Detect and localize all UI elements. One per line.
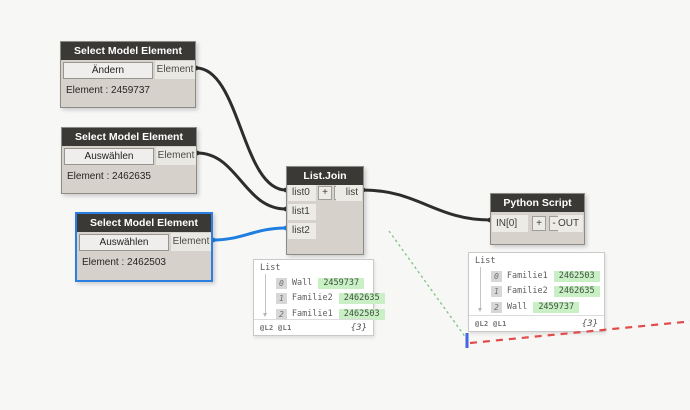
list-index: 1 bbox=[276, 293, 287, 304]
input-port-list1[interactable]: list1 bbox=[288, 204, 316, 220]
list-item-value: 2462635 bbox=[338, 293, 385, 304]
list-count-badge: {3} bbox=[581, 318, 598, 329]
wire-select2-to-list1[interactable] bbox=[195, 151, 288, 211]
list-item-label: Wall bbox=[291, 277, 313, 288]
node-title[interactable]: List.Join bbox=[287, 167, 363, 185]
wire-select1-to-list0[interactable] bbox=[194, 66, 288, 192]
node-title[interactable]: Select Model Element bbox=[62, 128, 196, 146]
output-port-out[interactable]: OUT bbox=[558, 215, 583, 232]
list-item: 0 Wall 2459737 bbox=[276, 277, 367, 289]
element-id-status: Element : 2459737 bbox=[66, 85, 150, 96]
tree-line bbox=[478, 267, 482, 312]
list-index: 2 bbox=[276, 308, 287, 320]
list-count-badge: {3} bbox=[350, 322, 367, 333]
change-element-button[interactable]: Ändern bbox=[63, 61, 153, 79]
preview-root-label: List bbox=[260, 263, 281, 273]
element-output-port[interactable]: Element bbox=[156, 147, 196, 165]
wire-select3-to-list2-selected[interactable] bbox=[211, 226, 288, 242]
tree-line bbox=[263, 274, 267, 317]
list-item-label: Familie2 bbox=[291, 293, 333, 303]
list-item-value: 2459737 bbox=[533, 301, 580, 313]
element-id-status: Element : 2462503 bbox=[82, 257, 166, 268]
list-item-label: Familie1 bbox=[291, 308, 333, 319]
preview-root-label: List bbox=[475, 256, 496, 266]
add-input-button[interactable]: + bbox=[318, 186, 332, 200]
list-index: 0 bbox=[276, 277, 287, 289]
list-index: 0 bbox=[491, 270, 502, 282]
input-port-in0[interactable]: IN[0] bbox=[492, 215, 528, 232]
list-item: 2 Wall 2459737 bbox=[491, 301, 598, 313]
list-item-label: Familie1 bbox=[506, 270, 548, 281]
node-select-model-element-3-selected[interactable]: Select Model Element Auswählen Element E… bbox=[75, 212, 213, 282]
list-item-value: 2462635 bbox=[553, 286, 600, 297]
input-port-list2[interactable]: list2 bbox=[288, 223, 316, 239]
output-port-list[interactable]: list bbox=[336, 185, 362, 201]
list-item-value: 2462503 bbox=[553, 270, 600, 282]
preview-bubble-python-script: List 0 Familie1 2462503 1 Familie2 24626… bbox=[468, 252, 605, 332]
element-id-status: Element : 2462635 bbox=[67, 171, 151, 182]
list-item: 2 Familie1 2462503 bbox=[276, 308, 385, 320]
select-element-button[interactable]: Auswählen bbox=[79, 233, 169, 251]
list-item: 0 Familie1 2462503 bbox=[491, 270, 600, 282]
list-item-label: Familie2 bbox=[506, 286, 548, 296]
list-index: 2 bbox=[491, 301, 502, 313]
element-output-port[interactable]: Element bbox=[155, 61, 195, 79]
node-title[interactable]: Python Script bbox=[491, 194, 584, 212]
list-item-value: 2462503 bbox=[338, 308, 385, 320]
list-item-value: 2459737 bbox=[318, 277, 365, 289]
list-index: 1 bbox=[491, 286, 502, 297]
input-port-list0[interactable]: list0 bbox=[288, 185, 316, 201]
list-item: 1 Familie2 2462635 bbox=[491, 286, 600, 297]
node-title[interactable]: Select Model Element bbox=[61, 42, 195, 60]
element-output-port[interactable]: Element bbox=[171, 233, 211, 251]
node-python-script[interactable]: Python Script IN[0] + - OUT bbox=[490, 193, 585, 245]
lacing-levels-label[interactable]: @L2 @L1 bbox=[260, 323, 292, 332]
lacing-levels-label[interactable]: @L2 @L1 bbox=[475, 319, 507, 328]
node-list-join[interactable]: List.Join list0 list1 list2 + - list bbox=[286, 166, 364, 255]
node-select-model-element-1[interactable]: Select Model Element Ändern Element Elem… bbox=[60, 41, 196, 108]
preview-bubble-list-join: List 0 Wall 2459737 1 Familie2 2462635 2… bbox=[253, 259, 385, 336]
node-title[interactable]: Select Model Element bbox=[77, 214, 211, 232]
list-item: 1 Familie2 2462635 bbox=[276, 293, 385, 304]
node-select-model-element-2[interactable]: Select Model Element Auswählen Element E… bbox=[61, 127, 197, 194]
add-input-button[interactable]: + bbox=[532, 216, 546, 231]
select-element-button[interactable]: Auswählen bbox=[64, 147, 154, 165]
list-item-label: Wall bbox=[506, 301, 528, 312]
wire-listjoin-to-python[interactable] bbox=[361, 188, 492, 222]
